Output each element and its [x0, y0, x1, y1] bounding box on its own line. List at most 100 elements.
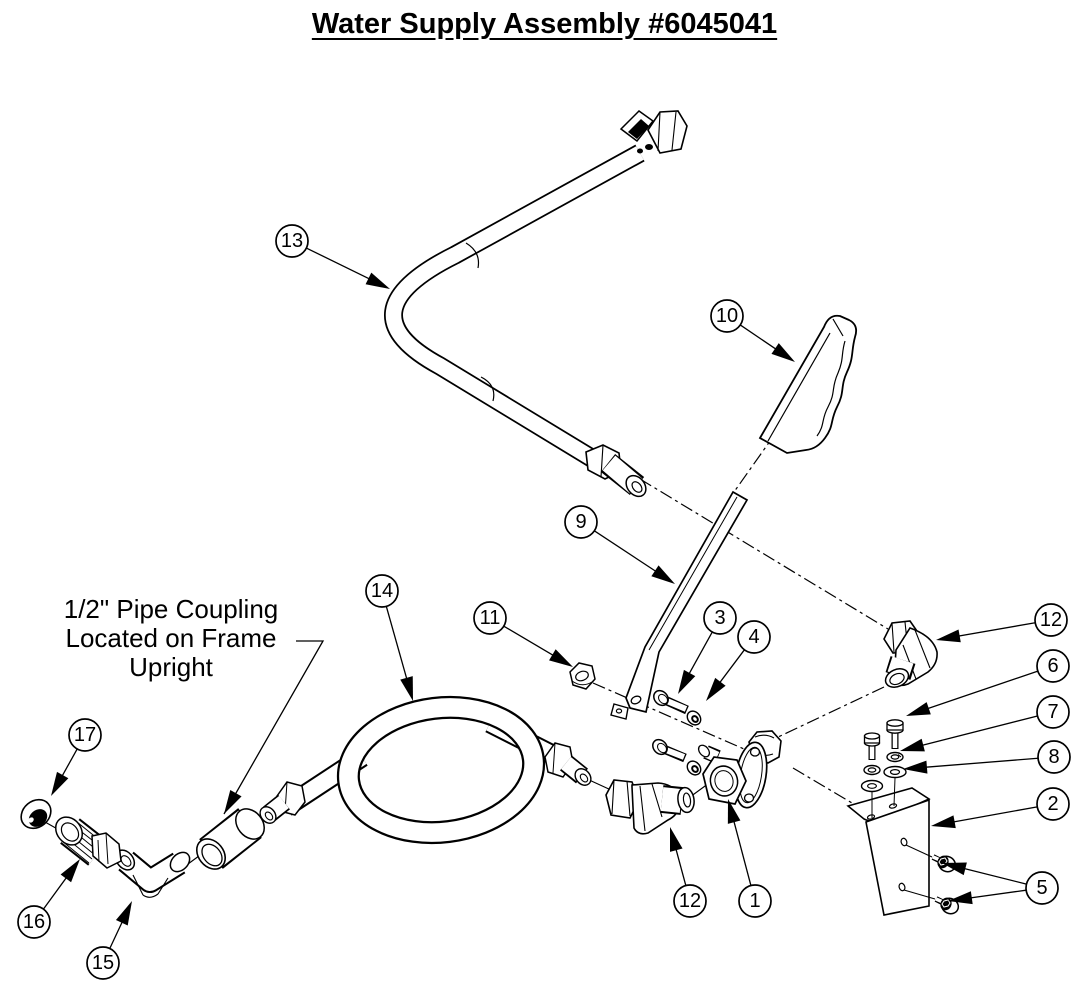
callout-leader-14 [385, 606, 411, 690]
callout-number-13: 13 [281, 230, 303, 252]
callout-balloon-6 [1036, 649, 1070, 683]
flat-washer-8-right [883, 765, 907, 779]
callout-balloon-3 [703, 601, 737, 635]
handle-grip-10 [758, 314, 858, 454]
callout-balloon-5 [1025, 871, 1059, 905]
callout-number-12: 12 [679, 890, 701, 912]
callout-number-17: 17 [74, 724, 96, 746]
coil-right-fitting [544, 742, 592, 786]
callout-balloon-10 [710, 299, 744, 333]
callout-number-2: 2 [1047, 793, 1058, 815]
callout-balloon-11 [473, 601, 507, 635]
hose-body [385, 146, 644, 469]
elbow-fitting-15 [114, 849, 191, 898]
mounting-bracket-2 [846, 787, 931, 916]
callout-arrowhead-1 [727, 799, 741, 824]
callout-number-3: 3 [714, 607, 725, 629]
elbow-fitting-12-right [883, 620, 938, 688]
valve-hex-nut [702, 756, 747, 805]
callout-number-14: 14 [371, 580, 393, 602]
callout-balloon-13 [275, 224, 309, 258]
callout-balloon-16 [17, 905, 51, 939]
screw-3-lower [652, 738, 687, 763]
callout-arrowhead-2 [931, 815, 956, 829]
callout-leader-9 [593, 530, 666, 578]
pipe-coupling-note: 1/2" Pipe Coupling Located on Frame Upri… [40, 595, 302, 682]
callout-balloon-15 [86, 946, 120, 980]
callout-balloon-8 [1037, 740, 1071, 774]
axis-elbow-to-valve [775, 686, 885, 739]
callout-arrowhead-16 [60, 859, 80, 883]
assembly-axis-lines [44, 433, 889, 865]
screws-3-washers-4 [652, 689, 702, 776]
knurl-ridges [61, 821, 104, 864]
bracket-front-face [865, 798, 930, 916]
callout-arrowhead-6 [906, 702, 931, 716]
machine-screw-6-left [863, 732, 881, 760]
grommet-17 [20, 798, 52, 830]
callout-balloon-12 [1034, 603, 1068, 637]
bar-end-tab [610, 703, 629, 720]
callout-arrowhead-5 [948, 891, 973, 905]
valve-body-1 [697, 730, 782, 809]
callout-balloon-7 [1036, 695, 1070, 729]
callout-arrowhead-12 [669, 827, 683, 852]
callout-arrowhead-10 [771, 343, 795, 362]
note-line-3: Upright [129, 652, 213, 682]
flat-washer-8-left [860, 779, 884, 793]
axis-grip-to-bar [733, 433, 776, 493]
axis-nut-to-valve [592, 682, 745, 750]
coil-loop [339, 698, 543, 842]
hex-nut-11 [569, 662, 596, 690]
callout-number-4: 4 [748, 626, 759, 648]
callout-leader-7 [911, 715, 1038, 749]
callout-balloon-1 [738, 884, 772, 918]
callout-number-5: 5 [1036, 877, 1047, 899]
callout-arrowhead-7 [900, 738, 925, 752]
callout-arrowhead-13 [365, 272, 390, 289]
note-line-1: 1/2" Pipe Coupling [63, 594, 279, 624]
valve-stub [697, 744, 721, 764]
bar-outline [625, 490, 749, 714]
callout-leader-2 [942, 806, 1038, 825]
screw-axis-lines [903, 844, 936, 900]
callout-arrowhead-11 [549, 649, 573, 667]
callout-number-15: 15 [92, 952, 114, 974]
pipe-coupling [195, 808, 265, 870]
lock-washer-7-left [863, 764, 881, 776]
screws-6-washers-7-8 [860, 719, 907, 818]
callout-number-6: 6 [1047, 655, 1058, 677]
callout-arrowhead-4 [706, 677, 726, 701]
machine-screw-6-right [886, 719, 904, 749]
callout-number-16: 16 [23, 911, 45, 933]
callout-balloon-12 [673, 884, 707, 918]
callout-leader-5 [953, 865, 1027, 885]
knurled-nut-16 [54, 816, 122, 869]
hose-bottom-fitting [585, 444, 647, 498]
bracket-hole [888, 803, 898, 809]
screw-3-upper [653, 689, 689, 715]
callout-arrowhead-15 [115, 901, 132, 926]
callout-balloon-17 [68, 718, 102, 752]
callout-number-12: 12 [1040, 609, 1062, 631]
callout-arrowhead-5 [942, 862, 967, 876]
note-leader-line [223, 640, 325, 815]
hose-top-fitting [619, 110, 688, 154]
page-title: Water Supply Assembly #6045041 [0, 8, 1089, 41]
callout-arrowhead-17 [51, 771, 69, 796]
callout-leader-1 [730, 810, 752, 886]
callout-number-1: 1 [749, 890, 760, 912]
callout-balloon-14 [365, 574, 399, 608]
bracket-hole [900, 837, 908, 847]
coiled-hose-14 [259, 695, 592, 845]
bracket-hole [898, 882, 906, 892]
callout-arrowhead-8 [903, 760, 928, 774]
coil-left-fitting [259, 781, 306, 824]
callout-arrowhead-3 [678, 669, 696, 694]
callout-number-9: 9 [575, 511, 586, 533]
callout-leader-12 [947, 622, 1036, 639]
callout-balloon-2 [1036, 787, 1070, 821]
